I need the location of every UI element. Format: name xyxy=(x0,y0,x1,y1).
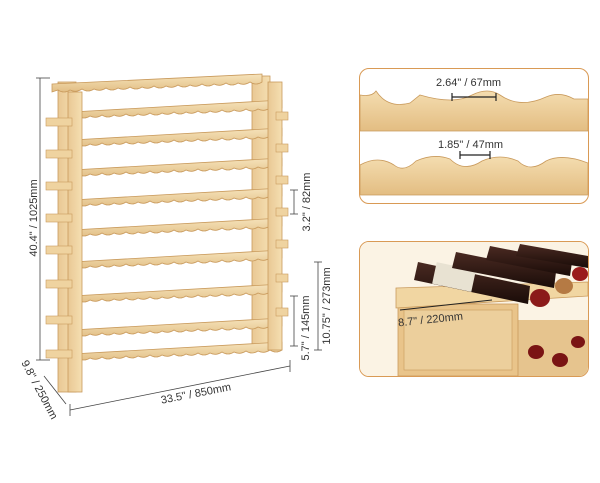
slot-size-detail-panel: 2.64" / 67mm 1.85" / 47mm xyxy=(359,68,589,204)
bottom-gap-label: 5.7" / 145mm xyxy=(300,295,312,361)
rack-shelf xyxy=(71,187,283,209)
rack-shelf xyxy=(71,157,283,179)
lower-section-label: 10.75" / 273mm xyxy=(321,267,333,345)
rack-shelf xyxy=(71,127,283,149)
rack-shelf xyxy=(71,283,283,305)
bottle-detail-panel: 8.7" / 220mm xyxy=(359,241,589,377)
bottles-top-row xyxy=(414,244,588,307)
slot-detail-illustration xyxy=(360,90,588,196)
bottle-rack-illustration xyxy=(360,242,588,376)
narrow-slot-label: 1.85" / 47mm xyxy=(438,139,504,151)
rack-shelf xyxy=(71,217,283,239)
wide-slot-board xyxy=(360,90,588,132)
shelf-depth-measure xyxy=(399,299,493,311)
rack-shelf xyxy=(71,99,283,121)
rack-shelves xyxy=(51,73,283,363)
rack-shelf xyxy=(51,73,263,93)
rack-post-back-right xyxy=(251,75,271,347)
rack-shelf xyxy=(71,341,283,363)
narrow-slot-board xyxy=(360,156,588,196)
wide-slot-label: 2.64" / 67mm xyxy=(436,77,502,89)
shelf-gap-label: 3.2" / 82mm xyxy=(301,172,313,232)
rack-shelf xyxy=(71,249,283,271)
rack-post-front-left xyxy=(67,91,83,393)
rack-shelf xyxy=(71,317,283,339)
height-label: 40.4" / 1025mm xyxy=(28,179,40,257)
